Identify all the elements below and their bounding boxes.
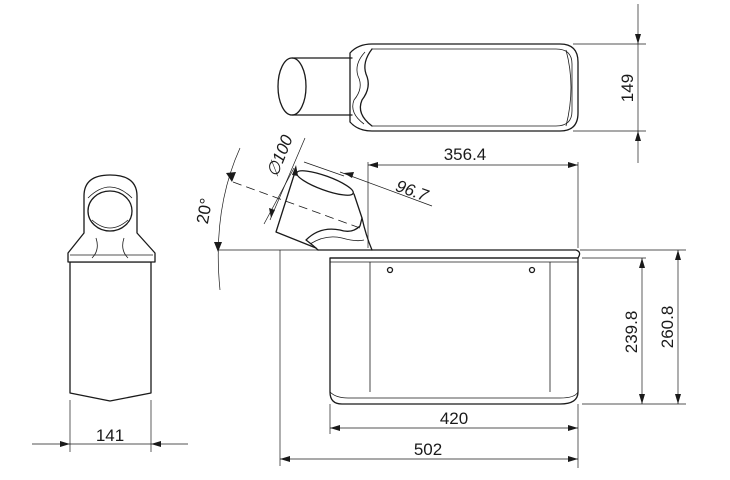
front-view-top-lip	[317, 249, 581, 259]
dim-96-7: 96.7	[393, 176, 431, 205]
front-view-collar	[305, 217, 373, 251]
dim-141: 141	[96, 426, 124, 445]
top-view: 149	[277, 4, 646, 163]
mount-hole-right	[528, 266, 536, 274]
top-view-collar	[359, 48, 373, 127]
dim-149: 149	[618, 74, 637, 102]
dim-420: 420	[440, 409, 468, 428]
side-view: 141	[32, 174, 188, 452]
front-view-body	[329, 257, 579, 405]
front-view-pipe-mouth	[296, 170, 354, 196]
pipe-axis	[232, 181, 361, 229]
front-view-pipe	[275, 171, 363, 249]
top-view-inner-rim	[372, 48, 573, 127]
top-view-pipe-end	[277, 57, 307, 116]
side-view-shoulder	[67, 174, 156, 263]
dim-239-8: 239.8	[622, 311, 641, 354]
mount-hole-left	[386, 266, 394, 274]
side-view-inlet	[87, 190, 133, 232]
angle-arc	[217, 147, 241, 291]
dim-angle-20: 20°	[193, 197, 216, 226]
front-view: ∅100 96.7 20° 356.4 239.8 260.8	[193, 132, 686, 468]
top-view-collar-inner	[352, 51, 366, 125]
top-view-end-cap	[565, 49, 572, 127]
dim-356-4: 356.4	[444, 145, 487, 164]
dim-502: 502	[414, 440, 442, 459]
dim-260-8: 260.8	[658, 306, 677, 349]
top-view-pipe	[291, 57, 353, 116]
side-view-body	[69, 261, 152, 402]
top-view-body	[349, 43, 579, 132]
